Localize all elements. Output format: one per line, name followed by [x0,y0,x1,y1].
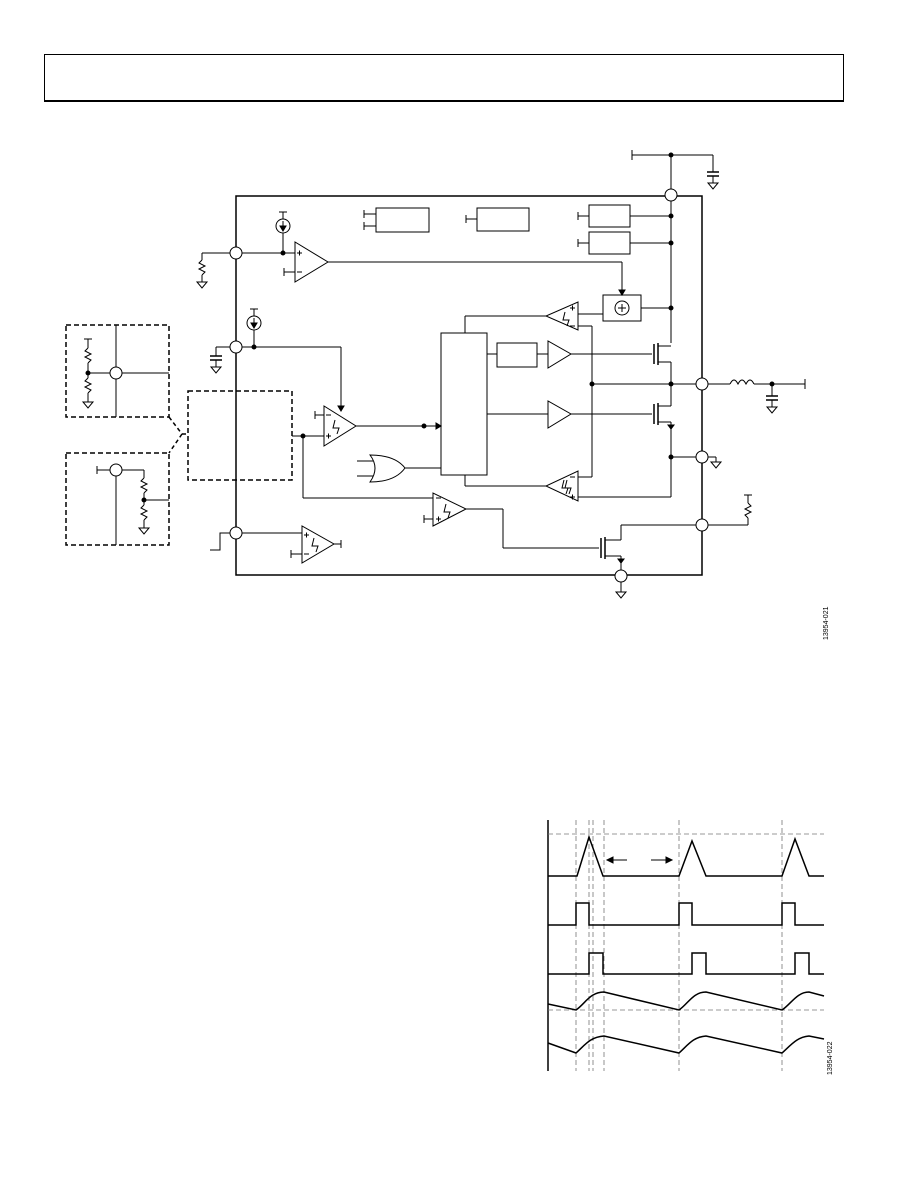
timing-gridlines [548,820,824,1071]
compensation-block [187,390,293,481]
period-arrow [605,856,674,864]
current-limit-comparator [464,301,593,384]
figure-number: 13954-021 [823,606,830,640]
external-divider-option-1 [65,324,170,418]
figure-number: 13954-022 [827,1041,834,1075]
low-side-driver [487,384,723,469]
inductor-current-waveform [548,834,824,877]
output-voltage-waveform-1 [547,991,825,1011]
en-comparator [195,241,626,296]
output-voltage-waveform-2 [547,1035,825,1054]
page-header-box [44,54,844,102]
pwm-comparator [292,405,442,499]
zero-cross-comparator [464,384,672,502]
internal-blocks-top [363,204,674,255]
low-side-gate-waveform [548,952,824,975]
soft-start-network [209,308,345,412]
input-supply-network [631,150,720,190]
option-connector [168,416,188,454]
pgood-comparator [423,492,753,599]
sync-comparator [210,525,342,564]
external-divider-option-2 [65,452,170,546]
high-side-driver [487,340,672,384]
control-logic-block [440,332,488,476]
current-sense-block [578,294,674,322]
or-gate [357,454,441,483]
high-side-gate-waveform [548,902,824,926]
